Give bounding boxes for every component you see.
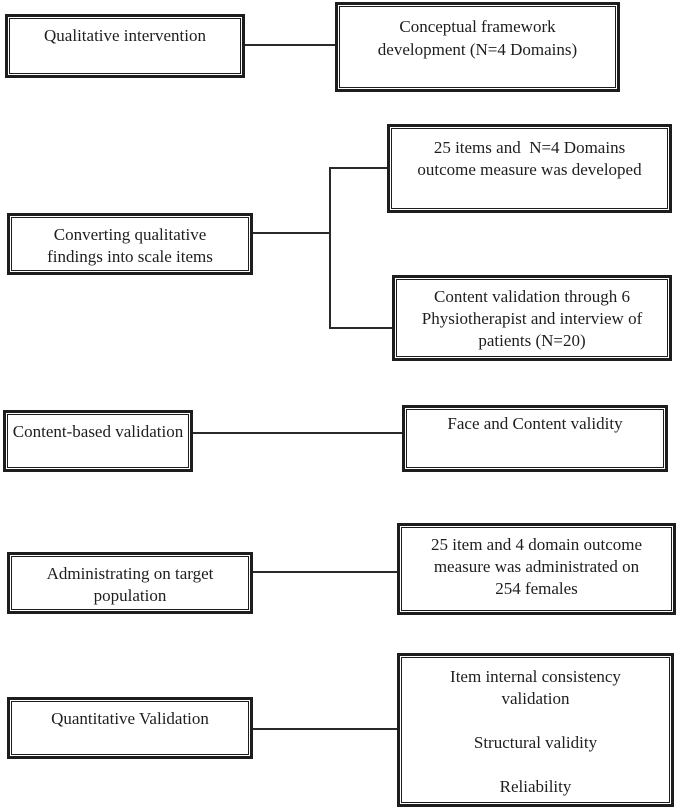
- box-content-based-validation-label: Content-based validation: [12, 422, 184, 441]
- box-administrating-target: Administrating on target population: [7, 552, 253, 614]
- connector-row2-branch-top: [329, 167, 387, 169]
- box-face-content-validity-label: Face and Content validity: [447, 414, 623, 433]
- connector-row5: [253, 728, 397, 730]
- box-items-developed-label: 25 items and N=4 Domains outcome measure…: [417, 138, 642, 179]
- connector-row1: [245, 44, 335, 46]
- box-content-based-validation: Content-based validation: [3, 410, 193, 472]
- connector-row2-vertical: [329, 167, 331, 329]
- connector-row2-branch-bottom: [329, 327, 392, 329]
- box-administrating-target-label: Administrating on target population: [46, 564, 214, 605]
- box-converting-qualitative: Converting qualitative findings into sca…: [7, 213, 253, 275]
- box-quantitative-outcomes-label: Item internal consistency validation Str…: [450, 667, 621, 796]
- box-face-content-validity: Face and Content validity: [402, 405, 668, 472]
- box-items-developed: 25 items and N=4 Domains outcome measure…: [387, 124, 672, 213]
- box-converting-qualitative-label: Converting qualitative findings into sca…: [47, 225, 213, 266]
- box-conceptual-framework: Conceptual framework development (N=4 Do…: [335, 2, 620, 92]
- box-quantitative-validation-label: Quantitative Validation: [51, 709, 209, 728]
- box-qualitative-intervention: Qualitative intervention: [5, 14, 245, 78]
- box-quantitative-outcomes: Item internal consistency validation Str…: [397, 653, 674, 807]
- connector-row4: [253, 571, 397, 573]
- box-administered-females: 25 item and 4 domain outcome measure was…: [397, 523, 676, 615]
- connector-row3: [193, 432, 402, 434]
- box-quantitative-validation: Quantitative Validation: [7, 697, 253, 759]
- connector-row2-stem: [253, 232, 330, 234]
- box-administered-females-label: 25 item and 4 domain outcome measure was…: [430, 535, 643, 598]
- box-conceptual-framework-label: Conceptual framework development (N=4 Do…: [377, 17, 578, 59]
- box-content-validation: Content validation through 6 Physiothera…: [392, 275, 672, 361]
- box-content-validation-label: Content validation through 6 Physiothera…: [421, 287, 643, 350]
- box-qualitative-intervention-label: Qualitative intervention: [44, 26, 206, 45]
